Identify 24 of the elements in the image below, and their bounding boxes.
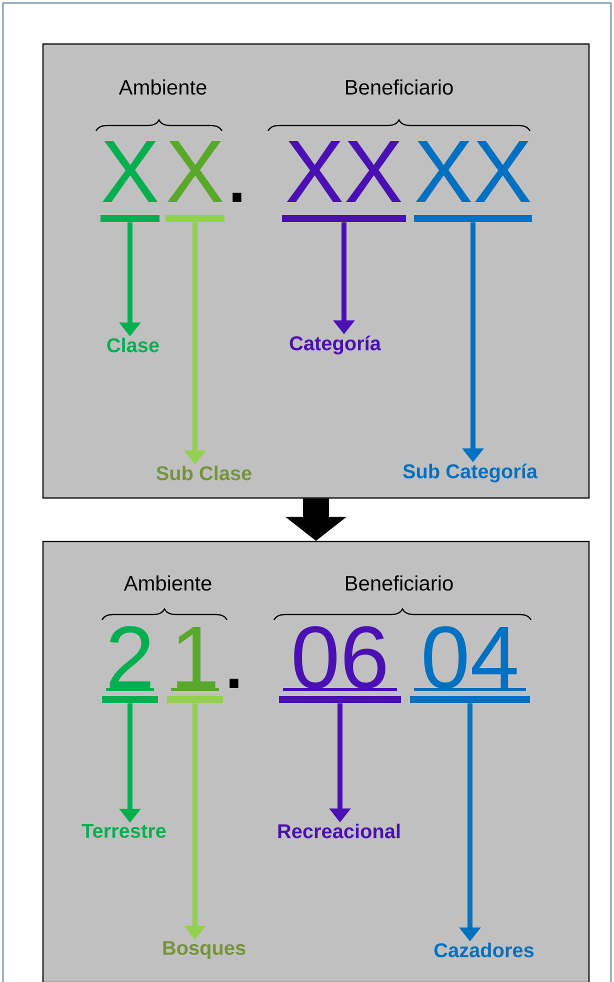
separator-dot: . [230,678,238,688]
code-digits: 2 [102,626,158,703]
field-label: Categoría [290,336,382,354]
code-digits: 1 [167,627,223,703]
code-digits: XX [282,141,406,222]
code-digits: X [100,141,160,222]
panel [42,43,590,499]
field-label: Terrestre [82,824,166,838]
group-label: Ambiente [124,575,212,591]
field-label: Sub Categoría [403,464,538,482]
group-label: Beneficiario [346,575,453,591]
field-label: Clase [107,338,159,352]
field-label: Bosques [163,941,246,959]
code-digits: 06 [279,626,401,703]
field-label: Cazadores [434,942,534,958]
separator-dot: . [232,192,242,202]
group-label: Ambiente [118,79,206,95]
group-label: Beneficiario [346,79,453,95]
panel [42,540,590,982]
field-label: Recreacional [278,824,400,838]
code-digits: 04 [410,626,530,703]
code-digits: X [165,141,225,222]
field-label: Sub Clase [156,466,252,480]
code-digits: XX [414,141,532,222]
